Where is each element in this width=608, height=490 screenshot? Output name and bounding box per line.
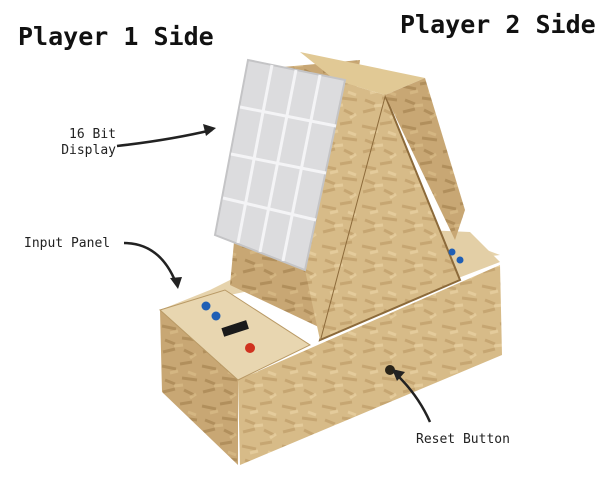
score-readout <box>221 320 249 337</box>
input-callout-arrow <box>123 241 178 284</box>
display-callout-line2: Display <box>61 143 116 158</box>
reset-arrowhead <box>392 369 405 381</box>
base-left-face <box>160 310 238 465</box>
display-callout-arrow <box>116 128 213 148</box>
base-front-face <box>238 265 502 465</box>
display-callout-line1: 16 Bit <box>69 127 116 142</box>
p2-blue-button-2[interactable] <box>456 256 464 264</box>
cabinet-roof <box>300 52 425 95</box>
led-display <box>213 58 347 272</box>
display-callout-label: 16 Bit Display <box>52 127 116 159</box>
reset-button[interactable] <box>385 365 395 375</box>
p1-red-button[interactable] <box>245 343 255 353</box>
input-panel-surface <box>159 289 312 381</box>
input-panel-callout-label: Input Panel <box>24 236 111 251</box>
display-arrowhead <box>203 124 216 136</box>
input-arrowhead <box>170 277 182 289</box>
reset-button-callout-label: Reset Button <box>416 432 510 447</box>
cabinet-right-slope <box>385 78 465 240</box>
p2-blue-button-1[interactable] <box>448 248 456 256</box>
player2-side-heading: Player 2 Side <box>400 10 596 39</box>
player1-side-heading: Player 1 Side <box>18 22 214 51</box>
p1-blue-button-1[interactable] <box>201 301 211 311</box>
p1-blue-button-2[interactable] <box>211 311 221 321</box>
